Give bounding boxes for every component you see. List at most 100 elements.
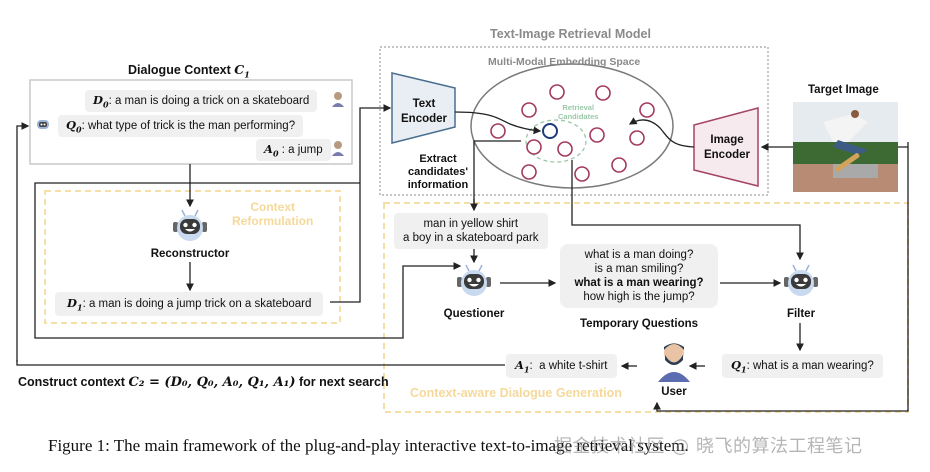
dialogue-a0-bubble: A0 : a jump [256,139,331,162]
embedding-point [574,166,590,182]
q1-sub: 1 [741,364,747,375]
a1-symbol: A [515,358,524,372]
temp-question-2: is a man smiling? [594,263,684,275]
d1-sub: 1 [76,302,83,313]
filter-label: Filter [786,308,816,320]
user-icon [656,340,692,382]
text-encoder-label: Text Encoder [401,97,447,127]
a0-sub: 0 [272,148,279,159]
target-to-user-arrow [653,142,909,412]
d1-symbol: D [67,296,77,310]
user-avatar-icon [331,140,345,156]
retrieval-candidates-label: Retrieval Candidates [558,103,598,121]
user-avatar-icon [331,91,345,107]
temp-question-4: how high is the jump? [583,291,695,303]
a0-text: a jump [288,144,323,156]
embedding-space-title: Multi-Modal Embedding Space [488,56,641,68]
target-image [793,102,898,192]
construct-context-prefix: Construct context [18,375,125,389]
temporary-questions-label: Temporary Questions [580,318,699,330]
candidates-to-filter-arrow [571,160,804,261]
context-reformulation-line-2: Reformulation [232,214,314,228]
construct-context-formula: C₂ = (D₀, Q₀, A₀, Q₁, A₁) [128,375,296,390]
retrieval-candidates-line-2: Candidates [558,112,599,121]
retrieval-model-box [379,46,769,196]
text-encoder-shape [391,72,456,144]
retrieval-candidates-ring [525,119,587,163]
candidate-info-bubble: man in yellow shirt a boy in a skateboar… [394,213,548,249]
loop-arrow-left [16,122,30,362]
image-encoder-shape [693,107,759,187]
temp-question-3: what is a man wearing? [574,277,704,289]
q0-symbol: Q [66,118,77,132]
q1-bubble: Q1: what is a man wearing? [722,354,883,379]
a1-sub: 1 [523,364,530,375]
embedding-point [521,164,537,180]
q1-symbol: Q [731,358,742,372]
embedding-point [639,102,655,118]
temp-question-1: what is a man doing? [584,249,694,261]
dialogue-generation-box [383,202,909,413]
extract-line-3: information [407,179,469,191]
embedding-point [526,139,542,155]
embedding-point [611,157,627,173]
extract-line-1: Extract [419,153,457,165]
dialogue-d0-bubble: D0: a man is doing a trick on a skateboa… [85,90,318,113]
context-to-questioner-arrow [34,182,462,339]
text-encoder-to-query-arrow [454,111,542,135]
robot-avatar-icon [34,117,52,131]
user-label: User [661,386,687,398]
image-encoder-label: Image Encoder [700,133,754,163]
embedding-point [589,127,605,143]
candidate-info-line-2: a boy in a skateboard park [403,232,539,244]
d0-sub: 0 [102,99,109,110]
embedding-point [521,102,537,118]
embedding-point [490,123,506,139]
context-sub: 1 [244,69,250,80]
q1-text: what is a man wearing? [753,360,874,372]
embedding-point [595,85,611,101]
extract-line-2: candidates' [407,166,469,178]
reconstructor-label: Reconstructor [150,248,230,260]
dialogue-context-title: Dialogue Context C1 [128,62,250,80]
embedding-point [549,84,565,100]
construct-context-suffix: for next search [298,375,389,389]
a1-bubble: A1: a white t-shirt [506,354,617,379]
retrieval-candidates-line-1: Retrieval [562,103,595,112]
d0-text: a man is doing a trick on a skateboard [114,95,310,107]
extract-label: Extract candidates' information [404,153,472,192]
embedding-point [557,141,573,157]
d0-symbol: D [93,93,103,107]
construct-context-text: Construct context C₂ = (D₀, Q₀, A₀, Q₁, … [18,375,389,390]
candidate-info-line-1: man in yellow shirt [423,218,519,230]
watermark: 掘金技术社区 @ 晓飞的算法工程笔记 [554,436,863,457]
q0-sub: 0 [76,124,82,135]
q0-text: what type of trick is the man performing… [88,120,296,132]
text-encoder-line-1: Text [412,98,436,110]
dialogue-generation-label: Context-aware Dialogue Generation [410,386,622,400]
filter-robot-icon [781,262,821,302]
image-encoder-line-2: Encoder [703,149,750,161]
d1-text: a man is doing a jump trick on a skatebo… [88,298,312,310]
context-reformulation-line-1: Context [250,200,295,214]
image-encoder-to-point-arrow [628,117,695,148]
embedding-points [490,84,655,182]
temporary-questions-bubble: what is a man doing? is a man smiling? w… [560,244,718,308]
questioner-robot-icon [454,262,494,302]
embedding-point [629,130,645,146]
reconstructor-robot-icon [170,207,210,247]
target-image-title: Target Image [808,84,879,96]
context-reformulation-label: Context Reformulation [232,200,313,228]
d1-bubble: D1: a man is doing a jump trick on a ska… [55,292,324,317]
a1-text: a white t-shirt [539,360,608,372]
candidates-extract-line [473,140,521,205]
context-reformulation-box [44,190,341,324]
text-encoder-line-2: Encoder [401,113,448,125]
query-embedding-point [542,123,558,139]
retrieval-model-title: Text-Image Retrieval Model [490,27,651,41]
context-symbol: C [234,62,245,77]
figure-caption: Figure 1: The main framework of the plug… [48,436,689,455]
a0-symbol: A [264,142,273,156]
image-encoder-line-1: Image [710,134,744,146]
a1-loop-line [16,360,505,366]
